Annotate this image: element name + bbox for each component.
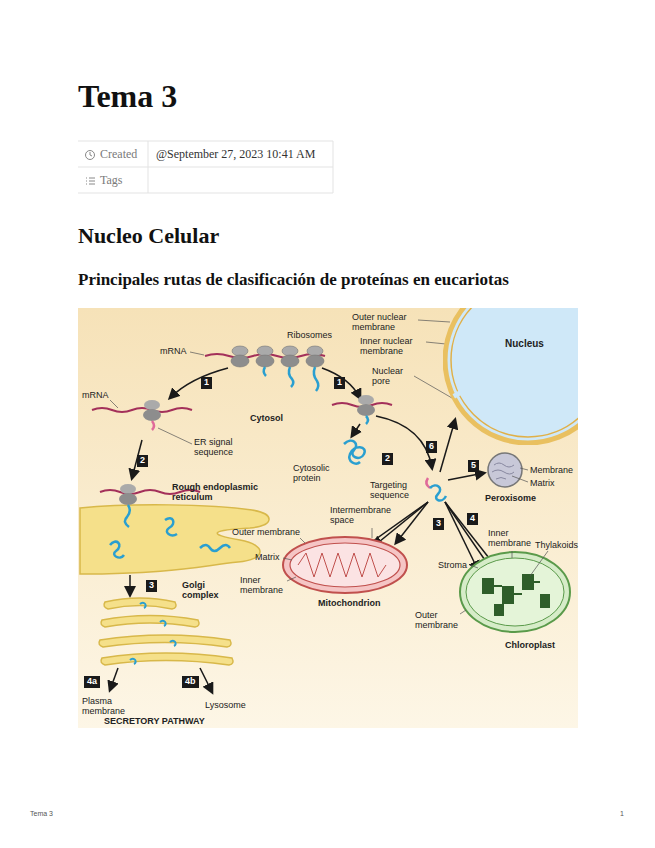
figure-label: mRNA: [160, 346, 187, 356]
figure-label: Lysosome: [205, 700, 246, 710]
callout-number: 4a: [84, 676, 100, 688]
figure-label: ER signal sequence: [194, 437, 244, 458]
golgi-complex: [99, 598, 233, 692]
callout-number: 6: [426, 441, 437, 453]
table-icons: [86, 151, 96, 185]
footer-text: 1: [620, 810, 624, 818]
callout-number: 2: [382, 453, 393, 465]
callout-number: 3: [433, 518, 444, 530]
property-table: [78, 141, 333, 193]
figure-label: Ribosomes: [287, 330, 332, 340]
figure-label: Thylakoids: [535, 540, 578, 550]
callout-number: 3: [146, 580, 157, 592]
section-heading: Nucleo Celular: [78, 223, 219, 248]
structure-label: Mitochondrion: [318, 598, 381, 608]
figure-label: Cytosolic protein: [293, 463, 341, 484]
mrna-ribosomes: [92, 346, 360, 478]
figure-label: Inner nuclear membrane: [360, 336, 424, 357]
subsection-heading: Principales rutas de clasificación de pr…: [78, 270, 509, 290]
callout-number: 4: [467, 513, 478, 525]
structure-label: Peroxisome: [485, 493, 536, 503]
figure-label: Plasma membrane: [82, 696, 130, 717]
callout-number: 2: [137, 455, 148, 467]
table-cell: Tags: [100, 174, 123, 188]
mitochondrion: [283, 528, 407, 593]
structure-label: Golgi complex: [182, 580, 227, 601]
figure-label: Membrane: [530, 465, 573, 475]
callout-number: 1: [201, 377, 212, 389]
table-cell: Created: [100, 148, 137, 162]
callout-number: 1: [334, 377, 345, 389]
peroxisome: [488, 453, 528, 487]
figure-label: Inner membrane: [240, 575, 285, 596]
figure-label: Targeting sequence: [370, 480, 422, 501]
nucleus-outline: [443, 308, 578, 445]
figure-label: Stroma: [438, 560, 467, 570]
page-title: Tema 3: [78, 78, 177, 115]
callout-number: 5: [468, 460, 479, 472]
footer-text: Tema 3: [30, 810, 53, 818]
figure-label: Intermembrane space: [330, 505, 390, 526]
structure-label: Chloroplast: [505, 640, 555, 650]
structure-label: SECRETORY PATHWAY: [104, 716, 205, 726]
structure-label: Cytosol: [250, 413, 283, 423]
figure-label: mRNA: [82, 390, 109, 400]
structure-label: Rough endoplasmic reticulum: [172, 482, 264, 503]
chloroplast: [460, 551, 570, 632]
nucleus: Nucleus: [443, 308, 578, 445]
figure-label: Outer membrane: [415, 610, 460, 631]
figure-label: Matrix: [255, 552, 280, 562]
figure-label: Outer nuclear membrane: [352, 312, 416, 333]
figure-label: Nuclear pore: [372, 366, 412, 387]
table-cell: @September 27, 2023 10:41 AM: [156, 148, 315, 162]
node-label: Nucleus: [505, 338, 544, 350]
figure-label: Inner membrane: [488, 528, 538, 549]
figure-label: Matrix: [530, 478, 555, 488]
callout-number: 4b: [182, 676, 199, 688]
figure-label: Outer membrane: [232, 527, 300, 537]
